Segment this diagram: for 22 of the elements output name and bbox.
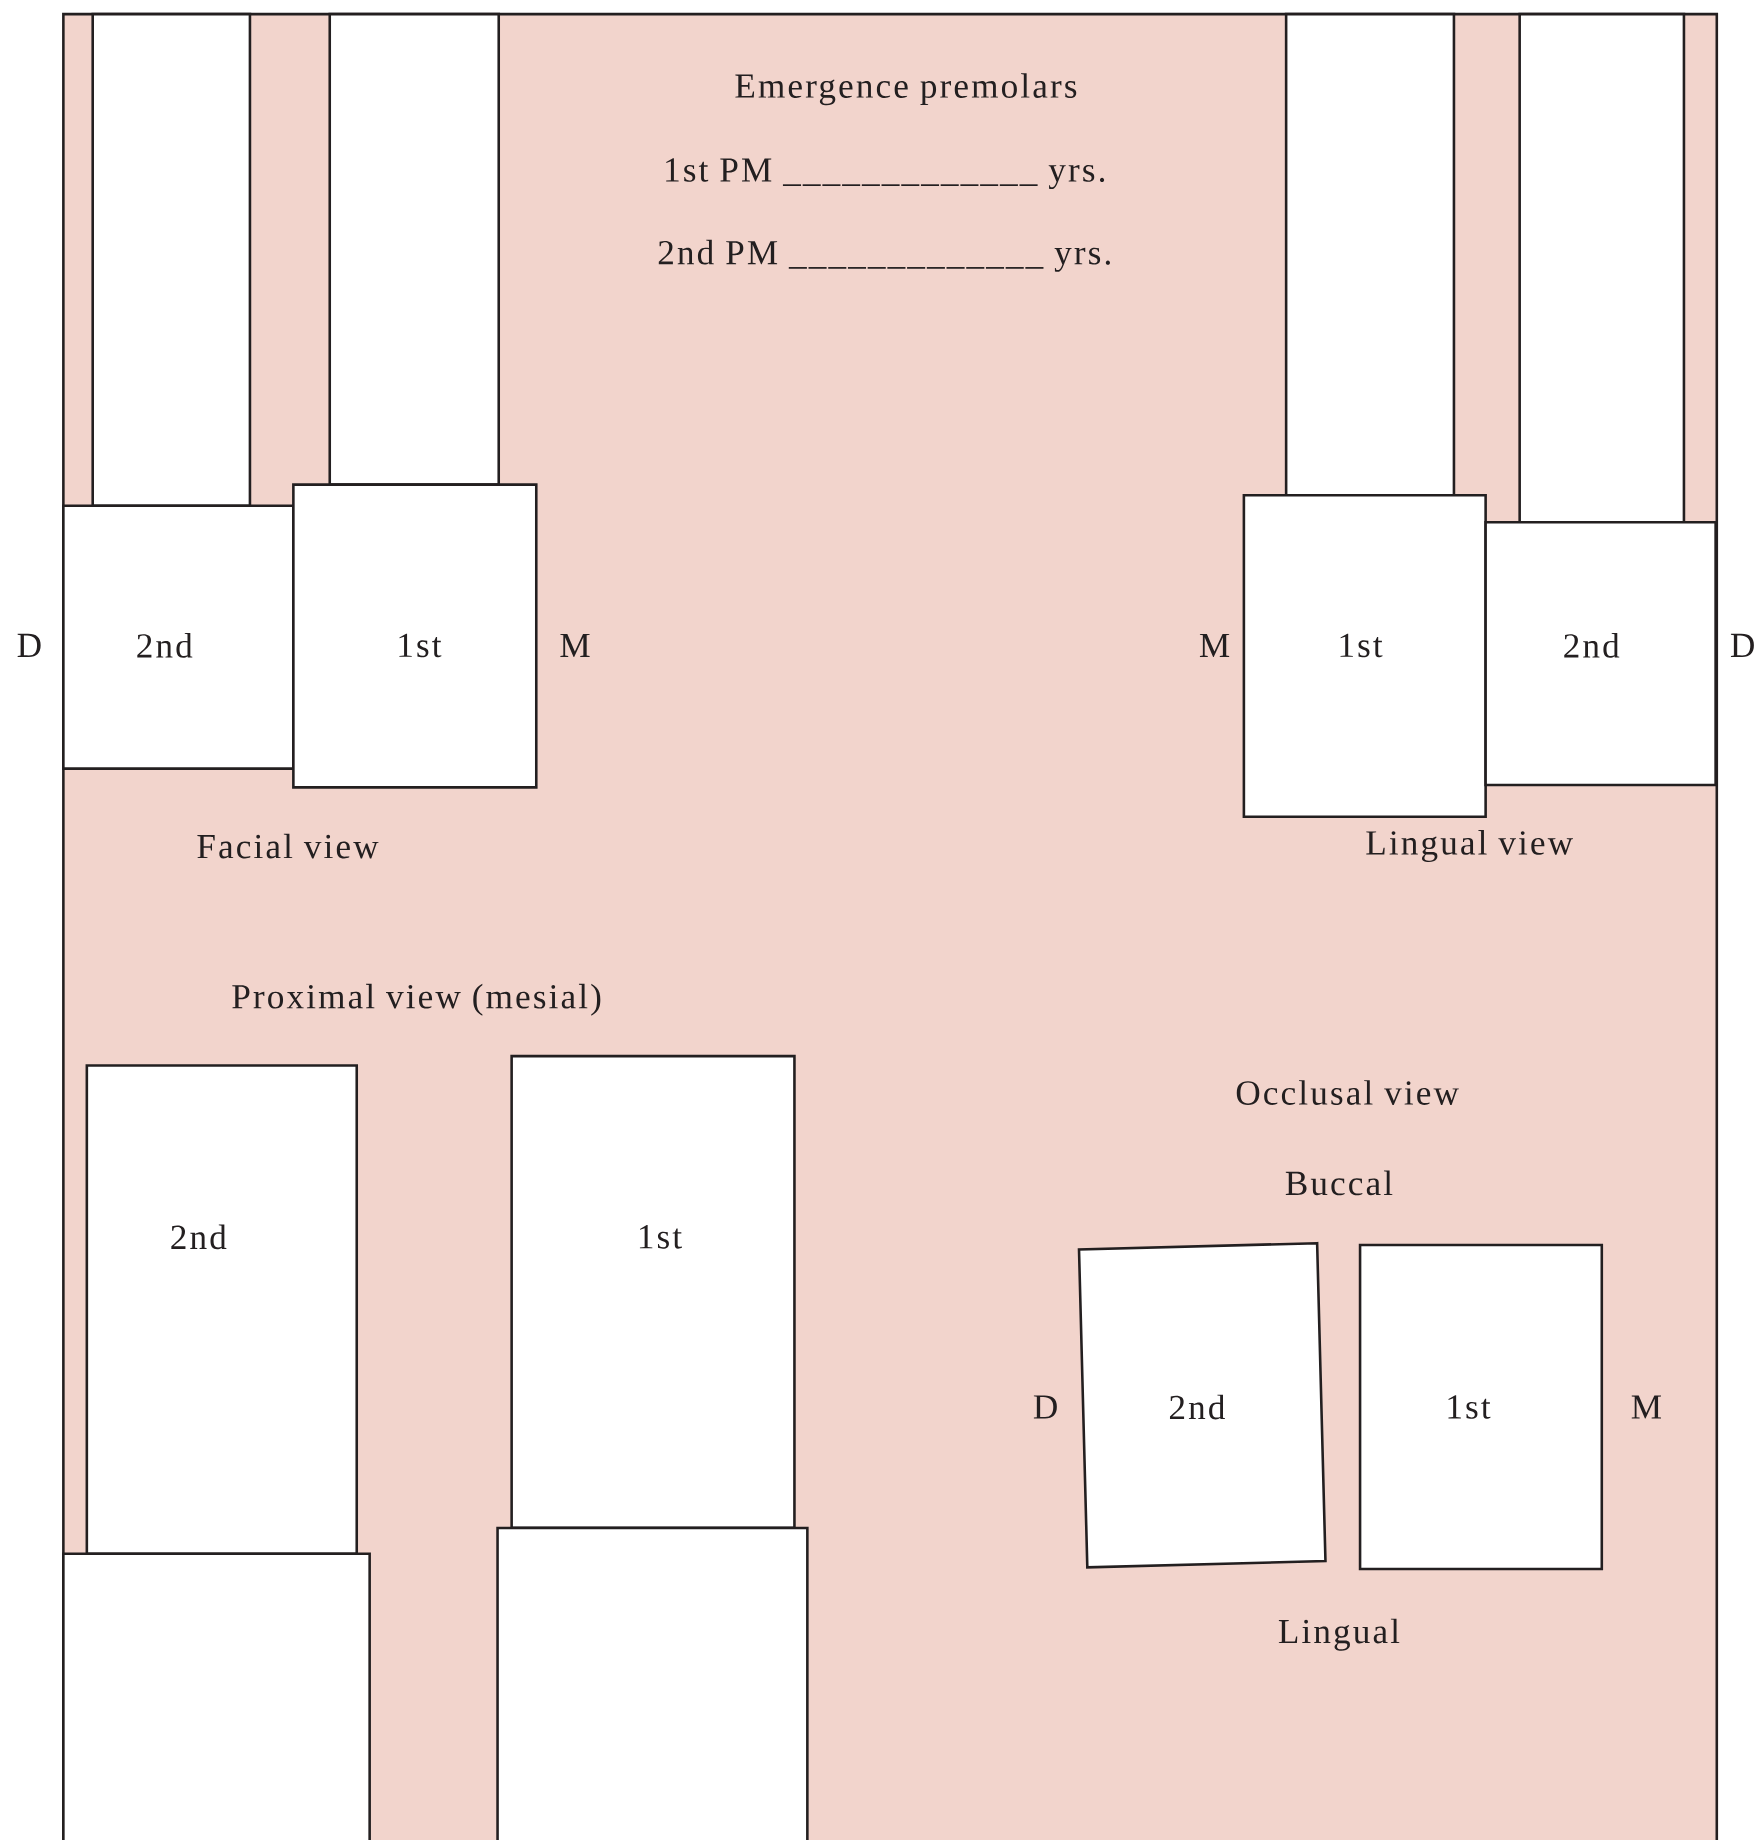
crown-box: 1st [292,483,538,789]
crown-box [62,1552,371,1840]
tooth-outline: 1st [1358,1243,1604,1571]
crown-box: 2nd [62,504,295,770]
root-box: 1st [510,1054,796,1530]
view-caption: Facial view [197,833,379,859]
view-caption: Proximal view (mesial) [232,983,601,1016]
answer-line-text: 1st PM _____________ yrs. [666,158,1105,190]
tooth-outline: 2nd [1077,1241,1327,1569]
root-box: 2nd [85,1064,359,1555]
heading: Emergence premolars [735,73,1077,106]
view-caption: Occlusal view [1236,1080,1459,1105]
side-label: Lingual [1278,1618,1400,1651]
root-box [1518,12,1686,524]
side-label: Buccal [1285,1170,1393,1196]
crown-box [496,1526,809,1840]
root-box [328,12,501,486]
view-caption: Lingual view [1366,830,1573,863]
crown-box: 1st [1242,493,1487,819]
answer-line-text: 2nd PM _____________ yrs. [658,239,1111,272]
root-box [1284,12,1456,497]
crown-box: 2nd [1484,520,1717,787]
